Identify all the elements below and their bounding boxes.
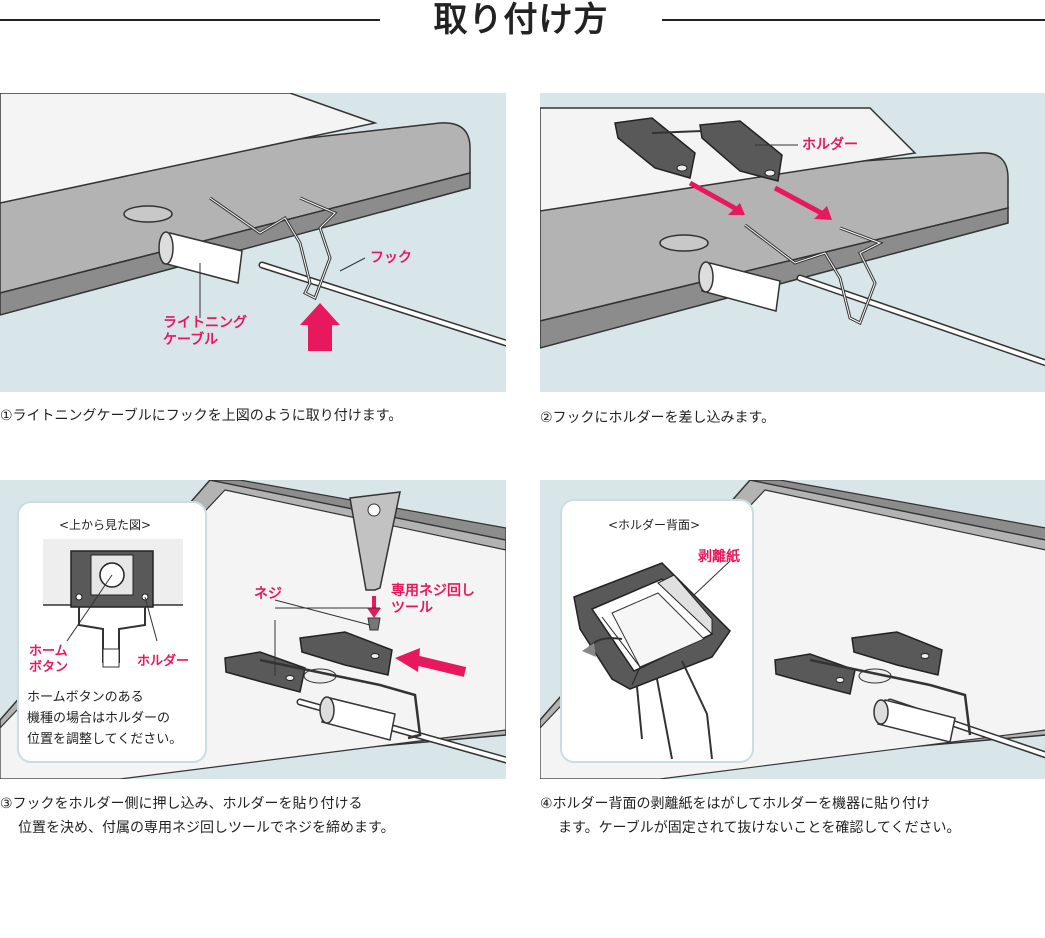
top-view-inset: <上から見た図> ホーム ボタン ホルダー ホームボタンのある 機種の場合はホル… <box>17 501 207 763</box>
tool-label-line1: 専用ネジ回し <box>391 583 475 599</box>
holder-label: ホルダー <box>802 137 858 153</box>
home-button-label-2: ボタン <box>29 660 69 675</box>
step-3-caption-line1: ③フックをホルダー側に押し込み、ホルダーを貼り付ける <box>0 796 363 812</box>
step-3-caption-line2: 位置を決め、付属の専用ネジ回しツールでネジを締めます。 <box>18 820 395 836</box>
cable-label-line2: ケーブル <box>163 332 219 348</box>
cable-label-line1: ライトニング <box>163 315 247 331</box>
top-view-drawing <box>43 539 183 668</box>
home-note-line3: 位置を調整してください。 <box>27 732 183 747</box>
home-note-line2: 機種の場合はホルダーの <box>27 711 171 726</box>
step-2-drawing <box>540 107 1045 367</box>
tool-label-line2: ツール <box>391 600 433 616</box>
page-title: 取り付け方 <box>433 0 609 40</box>
home-note-line1: ホームボタンのある <box>27 690 144 705</box>
hook-label: フック <box>370 250 412 266</box>
step-2-illustration: ホルダー <box>540 93 1045 392</box>
step-3-illustration: <上から見た図> ホーム ボタン ホルダー ホームボタンのある 機種の場合はホル… <box>0 480 506 779</box>
title-rule-right <box>662 19 1045 21</box>
title-rule-left <box>0 19 380 21</box>
screw-label: ネジ <box>254 586 282 602</box>
step-4-caption: ④ホルダー背面の剥離紙をはがしてホルダーを機器に貼り付け ます。ケーブルが固定さ… <box>540 792 961 840</box>
step-2-caption: ②フックにホルダーを差し込みます。 <box>540 410 776 426</box>
holder-back-drawing <box>573 560 731 759</box>
step-4-caption-line2: ます。ケーブルが固定されて抜けないことを確認してください。 <box>558 820 961 836</box>
step-1-drawing <box>0 93 506 351</box>
holder-back-title: <ホルダー背面> <box>608 518 701 532</box>
holder-back-inset: <ホルダー背面> 剥離紙 <box>560 499 754 763</box>
inset-holder-label: ホルダー <box>137 654 190 669</box>
step-4-illustration: <ホルダー背面> 剥離紙 <box>540 480 1045 779</box>
home-button-label-1: ホーム <box>29 644 68 659</box>
step-1-caption: ①ライトニングケーブルにフックを上図のように取り付けます。 <box>0 408 403 424</box>
release-paper-label: 剥離紙 <box>698 549 740 565</box>
page-header: 取り付け方 <box>0 0 1045 40</box>
step-3-caption: ③フックをホルダー側に押し込み、ホルダーを貼り付ける 位置を決め、付属の専用ネジ… <box>0 792 395 840</box>
step-1-illustration: フック ライトニング ケーブル <box>0 93 506 392</box>
step-4-caption-line1: ④ホルダー背面の剥離紙をはがしてホルダーを機器に貼り付け <box>540 796 931 812</box>
top-view-title: <上から見た図> <box>59 518 152 532</box>
